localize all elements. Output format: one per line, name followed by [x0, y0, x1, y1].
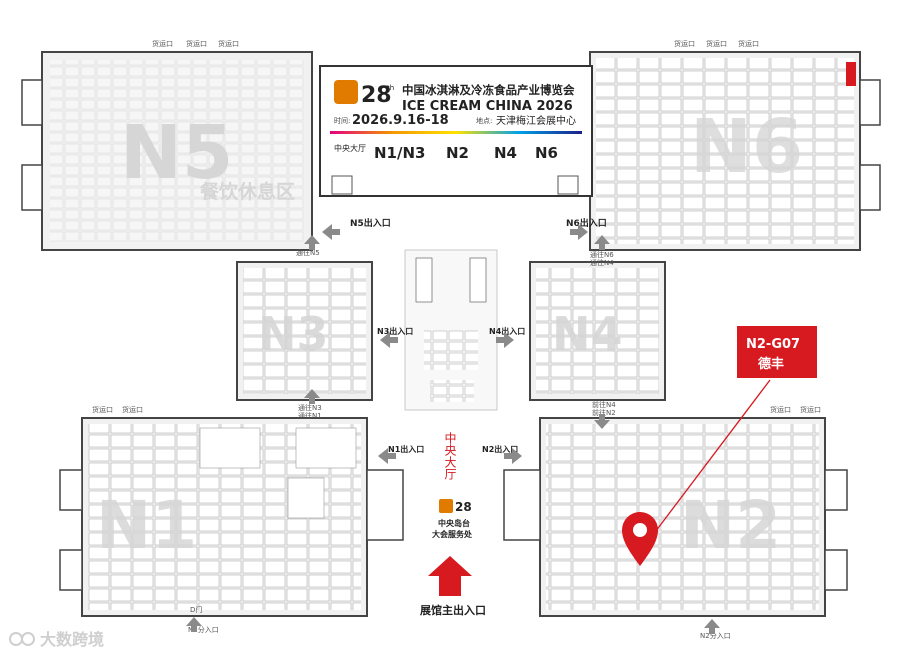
to-n4-label: 通往N4	[590, 258, 614, 267]
to-n1-label: 通往N1	[298, 411, 322, 420]
cargo-n1-b: 货运口	[122, 405, 143, 414]
hall-n5-dining-area: 餐饮休息区	[200, 180, 295, 203]
to-n5-label: 通往N5	[296, 248, 320, 257]
time-label: 时间:	[334, 116, 350, 125]
hall-n6-watermark: N6	[690, 104, 803, 190]
hall-n6[interactable]: N6	[589, 51, 881, 251]
hall-n5[interactable]: N5 餐饮休息区	[21, 51, 313, 251]
event-venue: 天津梅江会展中心	[496, 114, 576, 127]
central-area	[404, 249, 498, 411]
arrow-down-n2-icon	[594, 414, 610, 429]
main-entrance-label: 展馆主出入口	[419, 603, 486, 617]
callout-booth-number: N2-G07	[746, 337, 800, 352]
event-title-en: ICE CREAM CHINA 2026	[402, 99, 573, 114]
n6-red-block	[846, 62, 856, 86]
callout-company-name: 德丰	[758, 356, 784, 372]
event-date: 2026.9.16-18	[352, 113, 449, 128]
central-hall-label: 中央大厅	[443, 431, 457, 480]
hall-n1-watermark: N1	[96, 487, 197, 564]
cargo-n5-c: 货运口	[218, 39, 239, 48]
cargo-n2-b: 货运口	[800, 405, 821, 414]
to-n3-label: 通往N3	[298, 403, 322, 412]
arrow-n4-entrance-icon	[496, 332, 514, 348]
booth-callout[interactable]: N2-G07 德丰	[622, 326, 817, 566]
callout-leader-line	[639, 379, 771, 553]
n1-branch-entrance-label: N1分入口	[188, 625, 219, 634]
cargo-n5-b: 货运口	[186, 39, 207, 48]
cargo-n1-a: 货运口	[92, 405, 113, 414]
cargo-n6-b: 货运口	[706, 39, 727, 48]
rainbow-divider	[330, 131, 582, 134]
to-n2-label: 前往N2	[592, 408, 616, 417]
arrow-n1-entrance-icon	[378, 448, 396, 464]
brand-logo-icon	[9, 632, 23, 646]
venue-label: 地点:	[476, 116, 492, 125]
d-gate-label: D门	[190, 605, 202, 614]
service-line2: 大会服务处	[432, 529, 473, 539]
hall-n4[interactable]: N4	[529, 261, 666, 401]
callout-box	[737, 326, 817, 378]
n4-entrance-label: N4出入口	[489, 326, 525, 336]
n6-entrance-label: N6出入口	[566, 217, 607, 229]
arrow-n2-branch-icon	[704, 619, 720, 634]
arrow-up-n5-icon	[304, 235, 320, 250]
arrow-n1-branch-icon	[186, 617, 202, 632]
event-edition-number: 28	[361, 83, 392, 108]
banner-hall-n4: N4	[494, 144, 517, 162]
cargo-n2-a: 货运口	[770, 405, 791, 414]
entrance-labels: N5出入口 N6出入口 N3出入口 N4出入口 N1出入口 N2出入口 N1分入…	[188, 217, 731, 640]
banner-hall-n2: N2	[446, 144, 469, 162]
event-logo-icon	[334, 80, 358, 104]
cargo-n6-a: 货运口	[674, 39, 695, 48]
service-logo-number: 28	[455, 500, 472, 514]
main-entrance-arrow-icon	[428, 556, 472, 596]
location-pin-dot	[633, 523, 647, 537]
n2-branch-entrance-label: N2分入口	[700, 631, 731, 640]
location-pin-icon	[622, 512, 658, 566]
arrow-n3-entrance-icon	[380, 332, 398, 348]
main-entrance[interactable]: 展馆主出入口	[419, 556, 486, 617]
brand-watermark: 大数跨境	[9, 630, 104, 649]
banner-hall-n6: N6	[535, 144, 558, 162]
hall-n2[interactable]: N2	[503, 417, 848, 617]
arrow-to-n6-icon	[570, 224, 588, 240]
arrow-up-n6-icon	[594, 235, 610, 250]
n3-entrance-label: N3出入口	[377, 326, 413, 336]
cargo-n5-a: 货运口	[152, 39, 173, 48]
event-banner: 28 th 中国冰淇淋及冷冻食品产业博览会 ICE CREAM CHINA 20…	[319, 65, 593, 197]
hall-n1[interactable]: N1	[59, 417, 404, 617]
n1-entrance-label: N1出入口	[388, 444, 424, 454]
to-n4-from-n2-label: 前往N4	[592, 400, 616, 409]
n2-entrance-label: N2出入口	[482, 444, 518, 454]
cargo-n6-c: 货运口	[738, 39, 759, 48]
hall-n5-watermark: N5	[120, 110, 233, 196]
hall-n2-watermark: N2	[680, 487, 781, 564]
arrow-n2-entrance-icon	[504, 448, 522, 464]
hall-n3-watermark: N3	[258, 307, 329, 361]
to-n6-label: 通往N6	[590, 250, 614, 259]
banner-hall-n1-n3: N1/N3	[374, 144, 425, 162]
event-edition-suffix: th	[387, 84, 394, 92]
service-logo-icon	[439, 499, 453, 513]
arrow-up-n3-icon	[304, 389, 320, 404]
hall-n4-watermark: N4	[552, 307, 623, 361]
central-hall: 中央大厅 28 中央岛台 大会服务处	[432, 431, 473, 539]
banner-central-hall: 中央大厅	[334, 143, 366, 153]
arrow-to-n5-icon	[322, 224, 340, 240]
brand-watermark-text: 大数跨境	[40, 630, 104, 649]
service-line1: 中央岛台	[438, 518, 470, 528]
hall-n3[interactable]: N3	[236, 261, 373, 401]
direction-arrows	[186, 224, 720, 634]
event-title-cn: 中国冰淇淋及冷冻食品产业博览会	[402, 83, 575, 97]
n5-entrance-label: N5出入口	[350, 217, 391, 229]
passage-labels: 通往N5 通往N6 通往N4 通往N3 通往N1 前往N4 前往N2 货运口 货…	[92, 39, 821, 420]
